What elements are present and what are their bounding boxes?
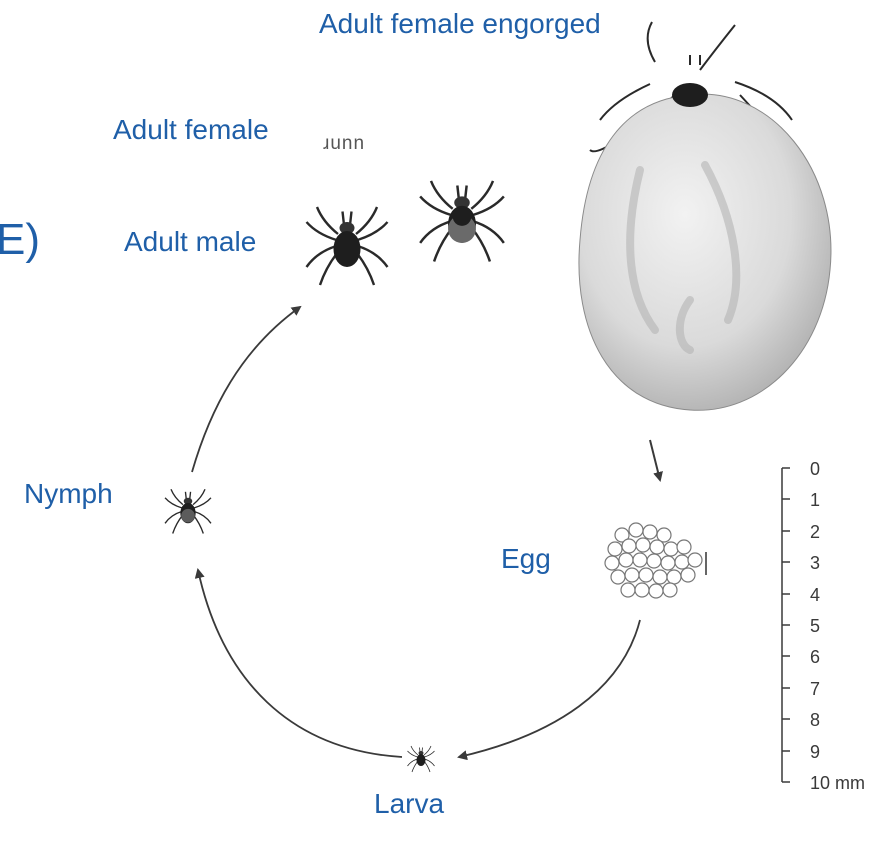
egg-cluster-illustration: [605, 523, 702, 598]
scale-label-3: 3: [810, 553, 820, 573]
engorged-female-tick-illustration: [579, 22, 831, 410]
scale-label-2: 2: [810, 522, 820, 542]
scale-label-9: 9: [810, 742, 820, 762]
arrow-egg-to-larva: [459, 620, 640, 757]
scale-label-6: 6: [810, 647, 820, 667]
adult-male-tick-illustration: [307, 207, 388, 285]
scale-label-0: 0: [810, 459, 820, 479]
arrow-larva-to-nymph: [198, 570, 402, 757]
scale-tick-labels: 0 1 2 3 4 5 6 7 8 9 10 mm: [810, 459, 865, 793]
scale-label-7: 7: [810, 679, 820, 699]
larva-tick-illustration: [408, 746, 435, 772]
nymph-tick-illustration: [165, 489, 211, 533]
adult-female-tick-illustration: [420, 181, 504, 262]
scale-label-10: 10 mm: [810, 773, 865, 793]
scale-label-8: 8: [810, 710, 820, 730]
mm-scale-bar: [782, 468, 790, 782]
arrow-nymph-to-adult: [192, 307, 300, 472]
scale-label-1: 1: [810, 490, 820, 510]
arrow-engorged-to-egg: [650, 440, 660, 480]
scale-label-4: 4: [810, 585, 820, 605]
scale-label-5: 5: [810, 616, 820, 636]
